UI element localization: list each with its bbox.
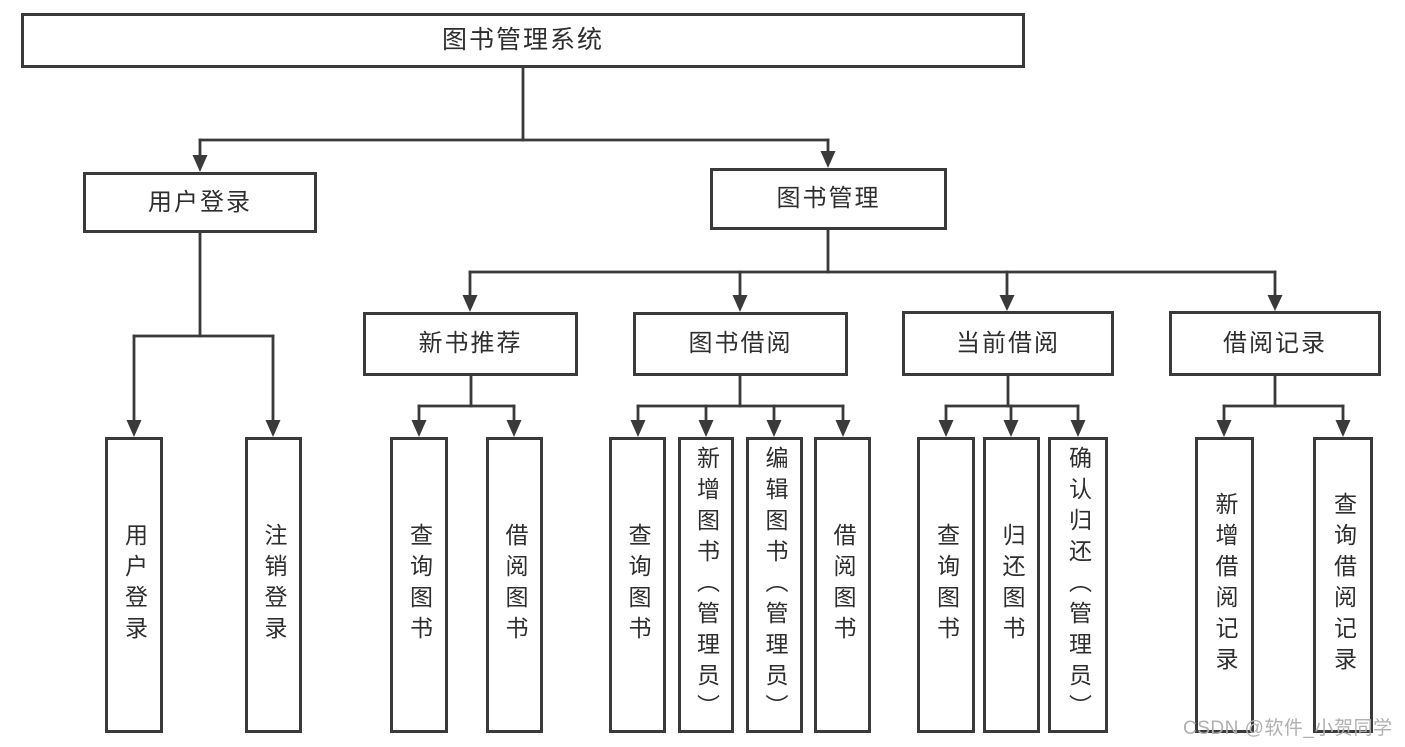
node-label: 新增图书（管理员） (693, 445, 720, 725)
node-label: 查询图书 (406, 523, 433, 647)
node-label: 图书管理 (776, 185, 881, 212)
edge-current-borrow-to-leaves (938, 374, 1086, 437)
arrow-down-icon (1216, 420, 1232, 437)
edge-book-management-to-level3 (462, 228, 1283, 312)
leaf-nb-borrow-books: 借阅图书 (486, 437, 543, 733)
leaf-bb-borrow-books: 借阅图书 (814, 437, 871, 733)
node-current-borrow: 当前借阅 (902, 311, 1114, 376)
node-label: 确认归还（管理员） (1065, 445, 1092, 725)
arrow-down-icon (1335, 420, 1351, 437)
arrow-down-icon (766, 420, 782, 437)
edge-user-login-to-leaves (126, 231, 281, 437)
node-label: 新增借阅记录 (1212, 492, 1238, 678)
node-book-borrow: 图书借阅 (633, 312, 848, 376)
node-label: 用户登录 (148, 188, 252, 216)
node-label: 借阅记录 (1223, 329, 1327, 357)
edge-book-borrow-to-leaves (630, 374, 851, 437)
arrow-down-icon (411, 420, 427, 437)
leaf-cb-return-books: 归还图书 (983, 437, 1040, 733)
node-book-management: 图书管理 (710, 168, 947, 230)
node-label: 图书管理系统 (441, 26, 604, 54)
edge-new-book-recommend-to-leaves (411, 374, 522, 437)
node-label: 用户登录 (121, 523, 148, 647)
leaf-bb-add-books-admin: 新增图书（管理员） (678, 437, 734, 733)
leaf-br-add-record: 新增借阅记录 (1195, 437, 1254, 733)
leaf-bb-query-books: 查询图书 (609, 437, 666, 733)
node-label: 图书借阅 (688, 330, 793, 357)
node-label: 查询图书 (625, 523, 651, 647)
leaf-nb-query-books: 查询图书 (390, 437, 448, 733)
leaf-bb-edit-books-admin: 编辑图书（管理员） (746, 437, 803, 733)
leaf-cb-query-books: 查询图书 (917, 437, 975, 733)
arrow-down-icon (1267, 295, 1283, 311)
arrow-down-icon (192, 155, 208, 172)
node-label: 借阅图书 (502, 523, 528, 647)
arrow-down-icon (1070, 420, 1086, 437)
node-label: 注销登录 (261, 523, 287, 647)
node-label: 归还图书 (999, 523, 1025, 647)
node-label: 新书推荐 (418, 330, 523, 357)
arrow-down-icon (835, 420, 851, 437)
node-label: 查询借阅记录 (1330, 492, 1357, 678)
leaf-cb-confirm-return-admin: 确认归还（管理员） (1048, 437, 1108, 733)
arrow-down-icon (126, 420, 142, 437)
arrow-down-icon (732, 295, 748, 312)
node-user-login: 用户登录 (83, 172, 317, 233)
watermark: CSDN @软件_小贺同学 (1183, 718, 1393, 739)
arrow-down-icon (630, 420, 646, 437)
node-label: 查询图书 (933, 523, 960, 647)
arrow-down-icon (506, 420, 522, 437)
leaf-user-login: 用户登录 (105, 437, 163, 733)
arrow-down-icon (265, 420, 281, 437)
arrow-down-icon (938, 420, 954, 437)
edge-borrow-records-to-leaves (1216, 374, 1351, 437)
arrow-down-icon (820, 151, 836, 168)
arrow-down-icon (999, 295, 1015, 311)
node-label: 编辑图书（管理员） (762, 445, 788, 725)
node-new-book-recommend: 新书推荐 (363, 312, 578, 376)
arrow-down-icon (1003, 420, 1019, 437)
node-root: 图书管理系统 (21, 13, 1025, 68)
arrow-down-icon (698, 420, 714, 437)
leaf-logout: 注销登录 (245, 437, 302, 733)
node-borrow-records: 借阅记录 (1169, 311, 1381, 376)
node-label: 当前借阅 (956, 329, 1060, 357)
edge-root-to-level2 (192, 66, 836, 172)
arrow-down-icon (462, 295, 478, 312)
node-label: 借阅图书 (830, 523, 856, 647)
leaf-br-query-record: 查询借阅记录 (1313, 437, 1373, 733)
